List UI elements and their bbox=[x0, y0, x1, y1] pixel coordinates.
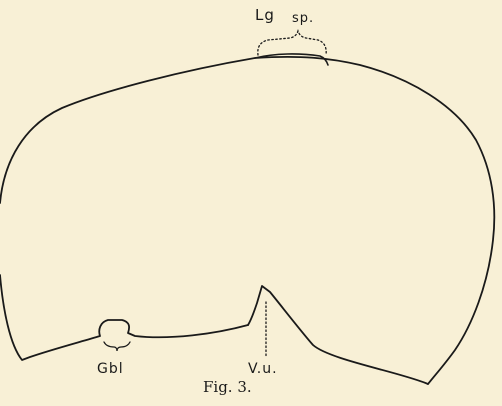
top-knob-outline bbox=[255, 54, 328, 65]
label-lg: Lg bbox=[255, 8, 275, 23]
section-outline bbox=[0, 57, 494, 384]
gbl-bracket bbox=[104, 342, 130, 351]
lg-sp-bracket bbox=[258, 31, 326, 55]
label-gbl: Gbl bbox=[97, 362, 124, 376]
label-sp: sp. bbox=[292, 12, 314, 25]
label-vu: V.u. bbox=[248, 362, 278, 376]
figure-caption: Fig. 3. bbox=[203, 380, 252, 395]
